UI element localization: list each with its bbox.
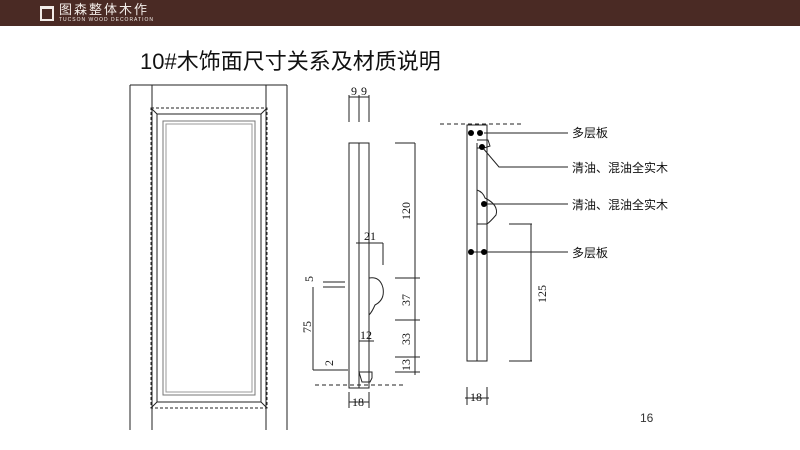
- material-label: 多层板: [572, 126, 608, 140]
- svg-text:5: 5: [302, 276, 316, 282]
- brand-name: 图森整体木作: [59, 2, 150, 17]
- material-label: 清油、混油全实木: [572, 197, 668, 212]
- brand-name-en: TUCSON WOOD DECORATION: [59, 17, 154, 23]
- svg-text:12: 12: [360, 328, 372, 342]
- svg-text:9: 9: [361, 84, 367, 98]
- slide-title: 10#木饰面尺寸关系及材质说明: [140, 49, 441, 74]
- material-marker-dots: [468, 130, 487, 255]
- brand-logo: 图森整体木作 TUCSON WOOD DECORATION: [40, 3, 154, 23]
- svg-text:13: 13: [399, 359, 413, 371]
- logo-icon: [40, 5, 54, 21]
- header-bar: 图森整体木作 TUCSON WOOD DECORATION: [0, 0, 800, 26]
- section-dimension-labels: 9 9 120 21 5 37 75 12 33 2 13 18: [300, 84, 413, 409]
- svg-text:33: 33: [399, 333, 413, 345]
- section-drawing: [312, 95, 420, 408]
- svg-text:21: 21: [364, 229, 376, 243]
- svg-text:2: 2: [322, 360, 336, 366]
- svg-text:18: 18: [352, 395, 364, 409]
- material-label: 清油、混油全实木: [572, 160, 668, 175]
- svg-text:37: 37: [399, 294, 413, 306]
- dim-125: 125: [535, 285, 549, 303]
- svg-text:120: 120: [399, 202, 413, 220]
- svg-text:9: 9: [351, 84, 357, 98]
- dim-18: 18: [470, 390, 482, 404]
- svg-text:75: 75: [300, 321, 314, 333]
- door-elevation: [129, 84, 288, 430]
- material-drawing: [440, 123, 568, 405]
- page-number: 16: [640, 411, 654, 425]
- material-label: 多层板: [572, 246, 608, 260]
